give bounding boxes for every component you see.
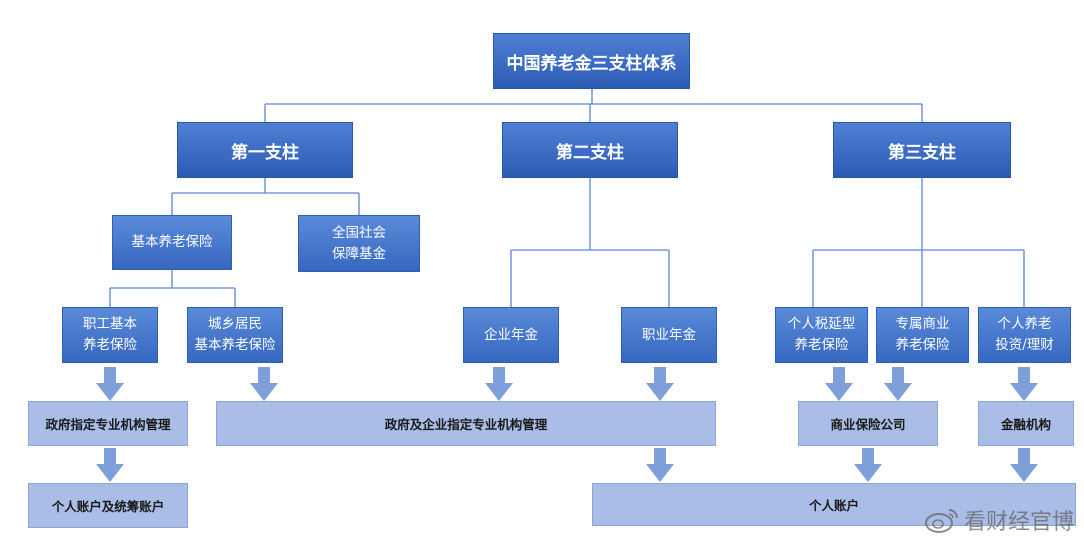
watermark: 看财经官博 xyxy=(924,504,1074,536)
root-label: 中国养老金三支柱体系 xyxy=(506,53,677,74)
gov-manager-label: 政府指定专业机构管理 xyxy=(45,417,171,432)
arrow-down-icon xyxy=(250,367,278,401)
enterprise-annuity-label: 企业年金 xyxy=(484,326,538,343)
tax-deferred-label: 个人税延型 养老保险 xyxy=(787,316,856,353)
social-security-fund-node: 全国社会 保障基金 xyxy=(298,215,420,272)
financial-institution-label: 金融机构 xyxy=(1000,417,1051,432)
root-node: 中国养老金三支柱体系 xyxy=(493,33,690,89)
arrow-down-icon xyxy=(96,448,124,482)
arrow-down-icon xyxy=(96,367,124,401)
basic-pension-node: 基本养老保险 xyxy=(112,215,232,270)
gov-enterprise-manager-label: 政府及企业指定专业机构管理 xyxy=(384,417,548,432)
pillar-one: 第一支柱 xyxy=(177,122,353,178)
personal-account-label: 个人账户 xyxy=(808,498,859,513)
arrow-down-icon xyxy=(1010,367,1038,401)
pillar-two: 第二支柱 xyxy=(502,122,678,178)
pillar-one-label: 第一支柱 xyxy=(231,142,299,163)
pillar-two-label: 第二支柱 xyxy=(556,142,624,163)
personal-investment-label: 个人养老 投资/理财 xyxy=(995,316,1054,353)
arrow-down-icon xyxy=(646,448,674,482)
occupational-annuity-node: 职业年金 xyxy=(621,307,717,363)
arrow-down-icon xyxy=(825,367,853,401)
arrow-down-icon xyxy=(485,367,513,401)
basic-pension-label: 基本养老保险 xyxy=(131,234,213,250)
pillar-three: 第三支柱 xyxy=(833,122,1011,178)
enterprise-annuity-node: 企业年金 xyxy=(463,307,559,363)
dedicated-insurance-node: 专属商业 养老保险 xyxy=(876,307,969,363)
pooled-account-node: 个人账户及统筹账户 xyxy=(28,483,188,528)
pillar-three-label: 第三支柱 xyxy=(888,142,956,163)
worker-pension-node: 职工基本 养老保险 xyxy=(62,307,158,363)
worker-pension-label: 职工基本 养老保险 xyxy=(83,316,137,353)
resident-pension-node: 城乡居民 基本养老保险 xyxy=(187,307,283,363)
social-security-fund-label: 全国社会 保障基金 xyxy=(332,224,386,262)
weibo-icon xyxy=(924,509,958,533)
pooled-account-label: 个人账户及统筹账户 xyxy=(51,499,165,514)
insurer-label: 商业保险公司 xyxy=(830,417,906,432)
watermark-text: 看财经官博 xyxy=(963,510,1074,535)
insurer-node: 商业保险公司 xyxy=(798,401,938,446)
arrow-down-icon xyxy=(884,367,912,401)
arrow-down-icon xyxy=(646,367,674,401)
occupational-annuity-label: 职业年金 xyxy=(642,326,696,343)
dedicated-insurance-label: 专属商业 养老保险 xyxy=(895,316,950,353)
tax-deferred-node: 个人税延型 养老保险 xyxy=(775,307,868,363)
resident-pension-label: 城乡居民 基本养老保险 xyxy=(194,316,276,353)
gov-manager-node: 政府指定专业机构管理 xyxy=(28,401,188,446)
arrow-down-icon xyxy=(1010,448,1038,482)
financial-institution-node: 金融机构 xyxy=(978,401,1074,446)
personal-account-node: 个人账户 xyxy=(592,483,1076,526)
personal-investment-node: 个人养老 投资/理财 xyxy=(978,307,1071,363)
arrow-down-icon xyxy=(854,448,882,482)
gov-enterprise-manager-node: 政府及企业指定专业机构管理 xyxy=(216,401,716,446)
